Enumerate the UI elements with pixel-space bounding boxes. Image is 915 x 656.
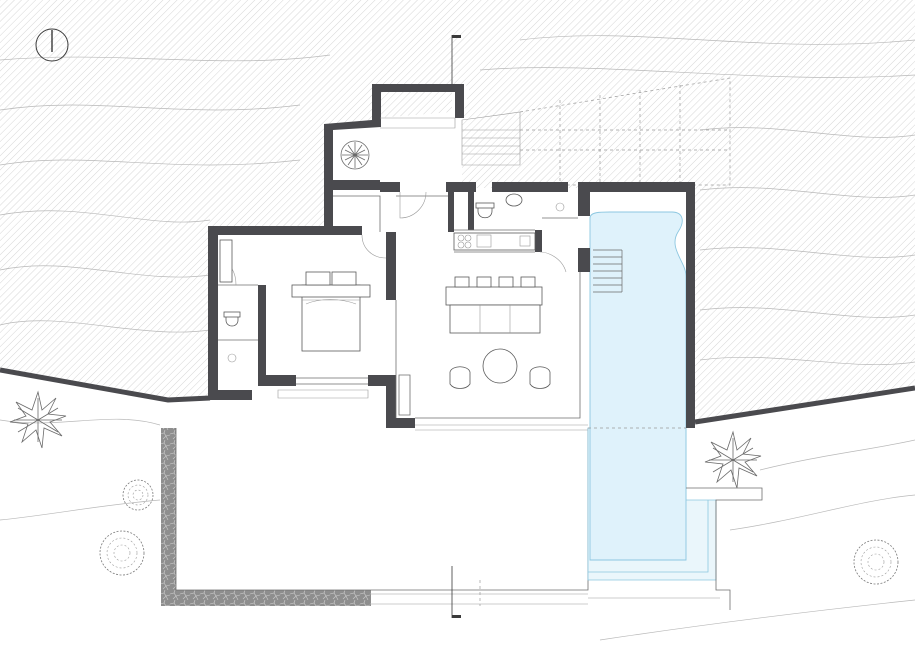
- interior-lines: [218, 117, 581, 419]
- stone-paving-left: [161, 428, 176, 606]
- bed: [291, 271, 371, 352]
- walls[interactable]: [208, 84, 695, 428]
- site-edge-right: [694, 385, 915, 425]
- pool: [587, 211, 717, 581]
- terrace-step: [370, 593, 588, 605]
- shrub-icon: [122, 479, 154, 511]
- dining-set: [449, 348, 551, 389]
- landscape-ledge: [686, 487, 763, 610]
- outdoor-stairs: [461, 77, 731, 186]
- tree-icon: [704, 430, 762, 489]
- tree-icon: [9, 390, 67, 449]
- kitchen-counter: [453, 232, 536, 251]
- section-cut-marker-icon: [451, 566, 461, 618]
- terrain-hatch: [0, 0, 915, 420]
- plant-pot-icon: [340, 140, 370, 170]
- north-arrow-icon: [35, 28, 69, 62]
- pool-steps: [593, 249, 623, 293]
- section-cut-marker-icon: [451, 35, 461, 84]
- site-edge-left: [0, 367, 211, 403]
- shrub-icon: [99, 530, 145, 576]
- terrace-outline: [175, 428, 589, 591]
- lower-contours: [0, 418, 915, 641]
- shrub-icon: [853, 539, 899, 585]
- bathroom-fixtures: [219, 193, 565, 363]
- stone-paving-bottom: [161, 590, 371, 606]
- threshold: [415, 424, 588, 431]
- kitchen-island: [445, 276, 543, 334]
